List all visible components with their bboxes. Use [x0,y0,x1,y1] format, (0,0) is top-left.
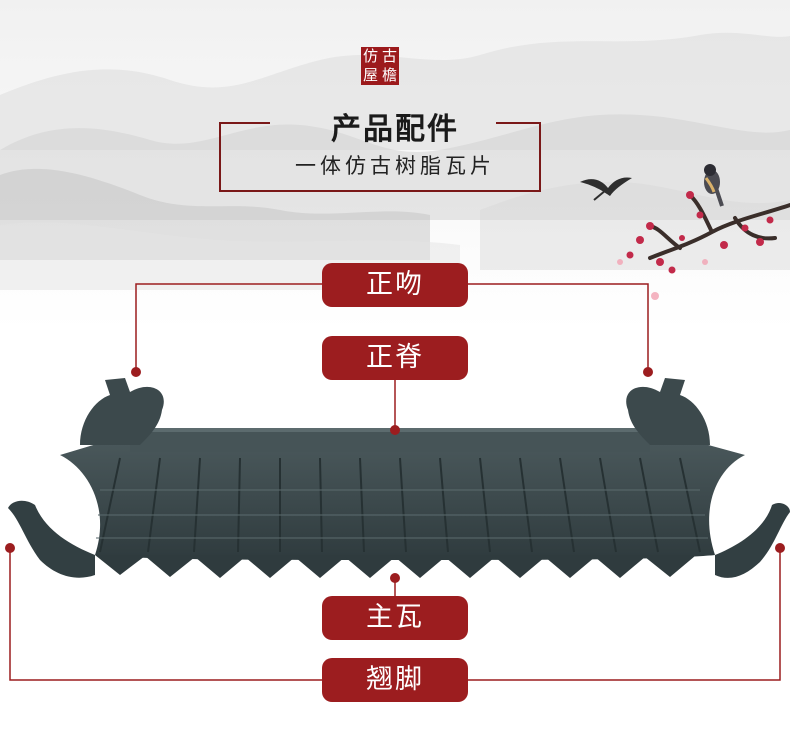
label-zhuwa: 主瓦 [322,596,468,640]
seal-stamp: 仿 古 屋 檐 [361,47,399,85]
roof-tile-model [8,378,790,578]
seal-char: 屋 [362,66,378,84]
bird-flying-icon [580,177,632,201]
label-zhengji: 正脊 [322,336,468,380]
label-zhengwen: 正吻 [322,263,468,307]
bird-perched-icon [704,164,724,207]
page-title: 产品配件 [331,112,459,147]
title-frame [219,122,541,192]
seal-char: 檐 [381,66,397,84]
callout-dots [5,367,785,583]
plum-branch [617,191,790,300]
seal-char: 古 [381,47,397,65]
page-subtitle: 一体仿古树脂瓦片 [295,154,495,178]
seal-char: 仿 [362,47,378,65]
callout-lines [9,283,781,681]
label-qiaojiao: 翘脚 [322,658,468,702]
